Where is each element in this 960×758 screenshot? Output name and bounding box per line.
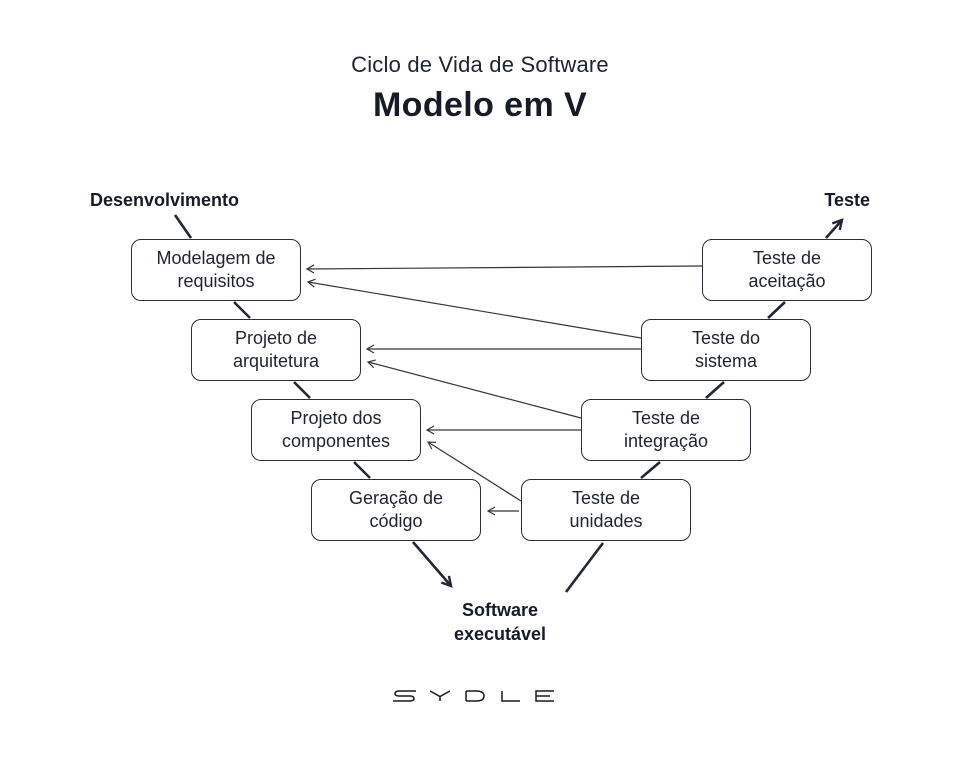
v-flow-lines: [173, 214, 842, 593]
node-label: Modelagem de: [156, 248, 276, 268]
edge-integracao-to-sistema: [705, 381, 725, 399]
software-label-line2: executável: [453, 624, 547, 644]
page-subtitle: Ciclo de Vida de Software: [351, 52, 609, 77]
diagram-header: Ciclo de Vida de Software Modelo em V: [0, 52, 960, 125]
node-geracao-codigo: Geração de código: [311, 479, 481, 541]
node-label: Teste de: [631, 408, 701, 428]
edge-software-to-unidades: [564, 542, 605, 593]
node-teste-integracao: Teste de integração: [581, 399, 751, 461]
node-label: código: [369, 511, 423, 531]
node-teste-aceitacao: Teste de aceitação: [702, 239, 872, 301]
node-label: arquitetura: [232, 351, 320, 371]
arrow-aceitacao-to-modelagem: [305, 264, 703, 274]
logo-letter-s: [393, 690, 416, 702]
node-label: Teste de: [571, 488, 641, 508]
test-side-label: Teste: [824, 190, 870, 210]
logo-letter-d: [465, 690, 485, 702]
logo-letter-l: [501, 691, 520, 702]
edge-modelagem-to-arquitetura: [233, 301, 251, 319]
development-side-label: Desenvolvimento: [90, 190, 240, 210]
node-projeto-componentes: Projeto dos componentes: [251, 399, 421, 461]
edge-sistema-to-aceitacao: [767, 301, 786, 319]
logo-letter-e: [535, 690, 554, 702]
software-label-line1: Software: [461, 600, 539, 620]
node-label: aceitação: [748, 271, 826, 291]
node-label: sistema: [694, 351, 757, 371]
edge-arquitetura-to-componentes: [293, 381, 311, 399]
arrow-sistema-to-modelagem: [306, 278, 642, 339]
node-label: unidades: [569, 511, 643, 531]
arrow-unidades-to-componentes: [426, 441, 522, 502]
arrow-integracao-to-arquitetura: [366, 359, 582, 419]
node-label: integração: [623, 431, 709, 451]
node-teste-unidades: Teste de unidades: [521, 479, 691, 541]
node-modelagem-requisitos: Modelagem de requisitos: [131, 239, 301, 301]
verification-arrows: [305, 264, 703, 516]
node-teste-sistema: Teste do sistema: [641, 319, 811, 381]
edge-componentes-to-geracao: [353, 461, 371, 479]
node-label: Projeto de: [234, 328, 318, 348]
page-title: Modelo em V: [372, 86, 588, 124]
edge-aceitacao-to-teste-arrow: [825, 220, 842, 239]
node-label: Geração de: [348, 488, 444, 508]
node-label: Teste de: [752, 248, 822, 268]
software-executavel-label: Software executável: [400, 598, 600, 646]
edge-unidades-to-integracao: [640, 461, 661, 479]
logo-letter-y: [429, 690, 451, 701]
node-label: Projeto dos: [290, 408, 382, 428]
sydle-logo: [393, 690, 554, 702]
node-label: requisitos: [177, 271, 255, 291]
node-label: Teste do: [691, 328, 761, 348]
node-label: componentes: [281, 431, 391, 451]
node-projeto-arquitetura: Projeto de arquitetura: [191, 319, 361, 381]
edge-desenvolvimento-to-modelagem: [173, 214, 193, 239]
edge-geracao-to-software-arrow: [412, 541, 451, 586]
